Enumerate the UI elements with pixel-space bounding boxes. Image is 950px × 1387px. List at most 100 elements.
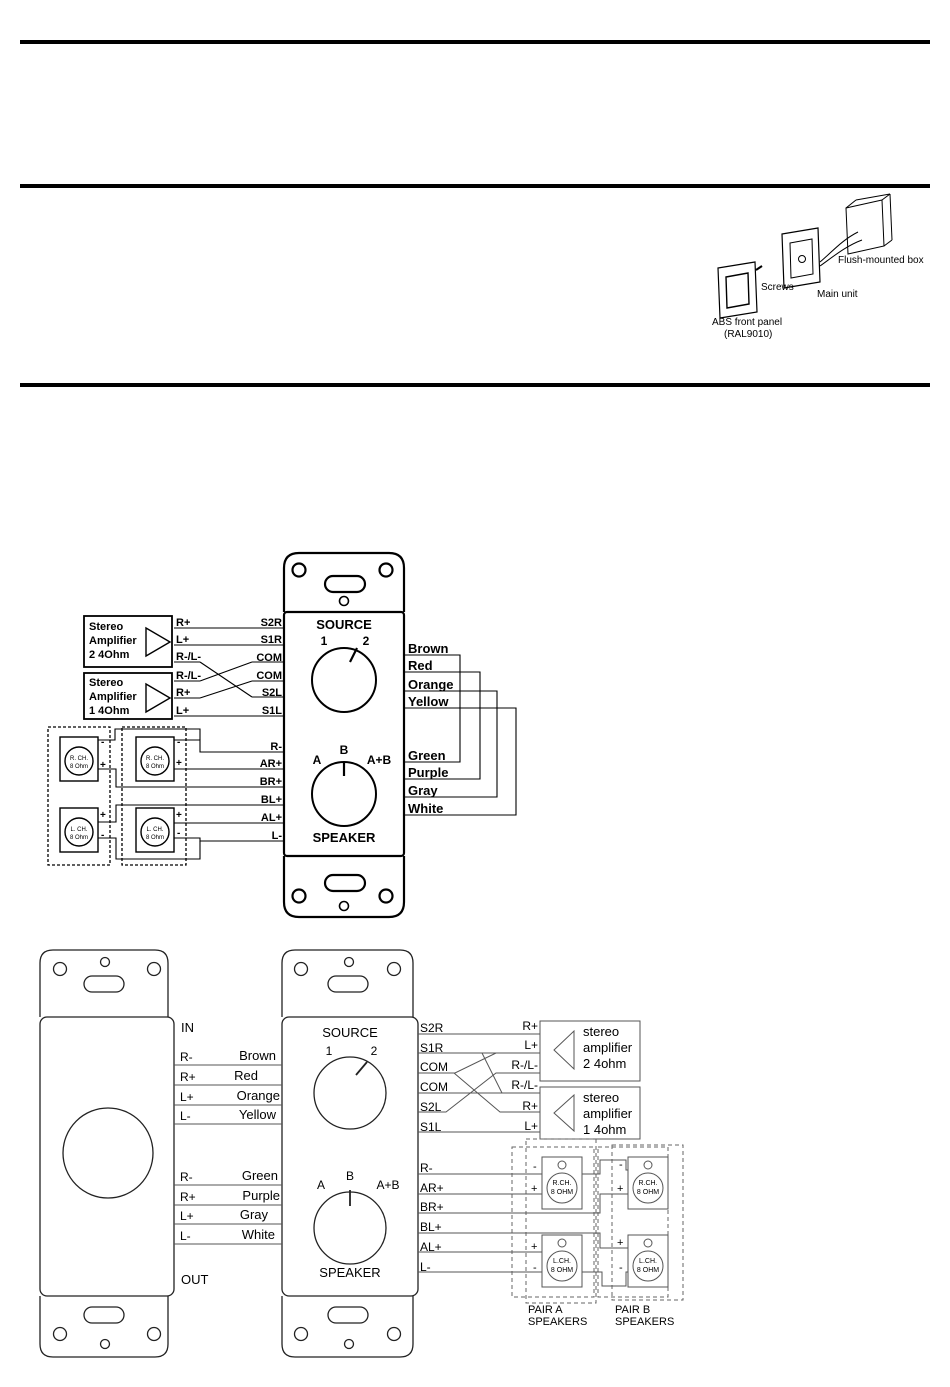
speaker-terminal-label: AR+ [420,1181,444,1195]
wire-color-label: Brown [408,641,449,656]
installation-labels: ABS front panel (RAL9010) Screws Main un… [712,255,924,340]
polarity-plus: + [100,810,106,821]
amp2-line2: amplifier [583,1040,633,1055]
amp1-line3: 1 4Ohm [89,705,130,717]
source-label-2: SOURCE [322,1025,378,1040]
wire-color-label: White [408,801,443,816]
amp-terminal-label: R+ [176,617,190,629]
wire-color-label: Gray [240,1207,269,1222]
amp2-line1: stereo [583,1024,619,1039]
amp2-line3: 2 4ohm [583,1056,626,1071]
pair-b-label: SPEAKERS [615,1316,674,1328]
speaker-label: 8 OHM [637,1189,659,1196]
section-rule-3 [20,383,930,387]
speaker-terminal-label: R- [420,1161,433,1175]
label-front-panel-note: (RAL9010) [724,329,772,340]
polarity-minus: - [533,1262,537,1274]
amp1-line2: amplifier [583,1106,633,1121]
source-terminal-label: COM [256,670,282,682]
amp2-line3: 2 4Ohm [89,649,130,661]
source-terminal-label: COM [420,1060,448,1074]
speaker-pos-a: A [313,753,322,767]
pair-a-label: SPEAKERS [528,1316,587,1328]
amp-source-wiring [174,627,284,717]
source-terminal-label: COM [420,1080,448,1094]
amp-terminal-label: L+ [176,634,189,646]
amp-source-wiring-2 [418,1033,540,1133]
speaker-knob-2[interactable] [313,1190,387,1265]
source-pos-1-2: 1 [326,1044,333,1058]
source-terminal-label: S2R [261,617,282,629]
speaker-terminal-label: L- [272,830,283,842]
amplifier-1-box [83,672,173,720]
front-panel [717,261,758,319]
source-terminal-label: S2R [420,1021,444,1035]
in-label: IN [181,1020,194,1035]
polarity-minus: - [619,1159,623,1171]
speaker-knob[interactable] [311,761,377,827]
speaker-label-2: SPEAKER [319,1265,380,1280]
colour-wire-loops [404,654,517,816]
speaker-label: R. CH. [70,756,88,762]
wall-plate-2 [281,949,419,1358]
amp-terminal-label: L+ [524,1119,538,1133]
source-knob-2[interactable] [313,1056,387,1130]
label-screws: Screws [761,282,794,293]
speaker-terminal-label: BR+ [260,776,282,788]
speaker-terminal-label: L- [420,1260,431,1274]
polarity-plus: + [617,1237,623,1249]
polarity-label: R- [180,1050,193,1064]
wire-color-label: Orange [237,1088,280,1103]
wire-color-label: White [242,1227,275,1242]
source-pos-2: 2 [363,634,370,648]
source-terminal-label: COM [256,652,282,664]
polarity-minus: - [619,1262,623,1274]
source-pos-1: 1 [321,634,328,648]
polarity-plus: + [176,810,182,821]
wire-color-label: Yellow [239,1107,277,1122]
speaker-pair-outlines-2 [511,1138,684,1304]
polarity-plus: + [531,1183,537,1195]
speaker-label: R.CH. [638,1180,657,1187]
wire-color-label: Red [408,658,433,673]
polarity-label: R- [180,1170,193,1184]
speaker-label: 8 Ohm [146,835,164,841]
volume-plate [39,949,175,1358]
speaker-label: 8 OHM [637,1267,659,1274]
amp-terminal-label: R+ [522,1099,538,1113]
speaker-pair-a-outline [121,726,187,866]
label-front-panel: ABS front panel [712,317,782,328]
speaker-wiring-2 [418,1159,628,1287]
out-label: OUT [181,1272,209,1287]
plate-link-wiring [174,1064,282,1245]
speaker-pos-b: B [340,743,349,757]
source-terminal-label: S1R [420,1041,444,1055]
source-terminal-label: S1L [420,1120,442,1134]
speaker-terminal-label: BR+ [420,1200,444,1214]
amp2-line1: Stereo [89,621,124,633]
amp2-line2: Amplifier [89,635,137,647]
speaker-terminal-label: AL+ [420,1240,442,1254]
amp-terminal-label: R+ [176,687,190,699]
main-unit [781,227,821,289]
source-knob[interactable] [311,647,377,713]
amp-terminal-label: R+ [522,1019,538,1033]
speaker-pos-a-2: A [317,1178,325,1192]
speaker-terminal-label: BL+ [420,1220,442,1234]
polarity-label: L- [180,1229,191,1243]
flush-mounted-box [819,193,893,267]
speaker-label: 8 Ohm [146,764,164,770]
wall-plate-1 [282,551,406,919]
speaker-label: L. CH. [146,827,163,833]
polarity-minus: - [533,1161,537,1173]
wire-color-label: Purple [408,765,448,780]
diagram-2: IN OUT SOURCE 1 2 B A A+B S [39,949,684,1358]
speaker-pos-ab-2: A+B [376,1178,399,1192]
speaker-wiring [98,728,284,860]
source-terminal-label: S1R [261,634,282,646]
label-main-unit: Main unit [817,289,858,300]
speaker-label: 8 OHM [551,1267,573,1274]
wire-color-label: Red [234,1068,258,1083]
speaker-pos-b-2: B [346,1169,354,1183]
